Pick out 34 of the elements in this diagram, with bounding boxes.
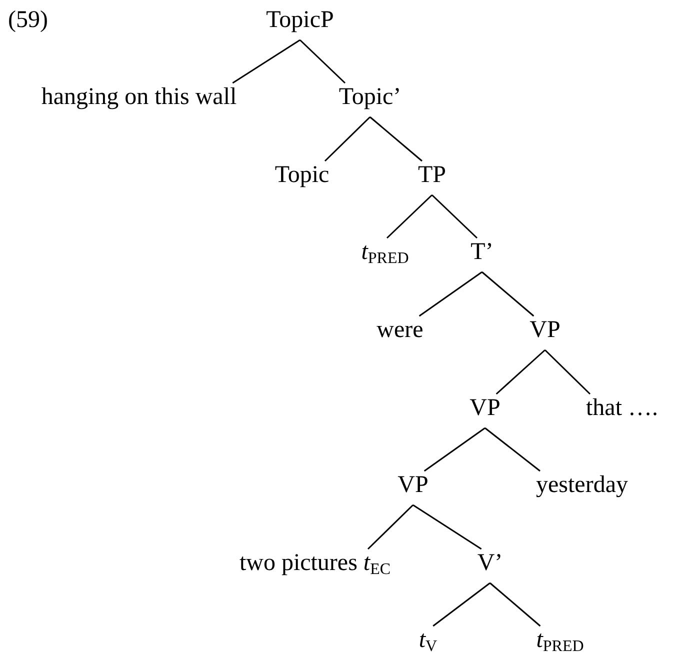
tree-node-label: yesterday (536, 471, 628, 505)
tree-branch (544, 349, 591, 395)
tree-node-label: V’ (477, 549, 503, 583)
tree-node-label: two pictures t$_{EC}$ (239, 549, 391, 583)
tree-branch (367, 504, 414, 550)
tree-branch (424, 427, 486, 472)
tree-node-label: hanging on this wall (41, 83, 237, 117)
example-number: (59) (8, 6, 48, 34)
tree-node-label: TP (418, 161, 446, 195)
tree-branch (412, 504, 482, 550)
tree-node-label: Topic (274, 161, 330, 195)
tree-branch (432, 582, 490, 627)
tree-branch (431, 194, 478, 239)
tree-branch (490, 582, 541, 627)
tree-branch (418, 271, 482, 317)
tree-node-label: t$_{PRED}$ (361, 238, 409, 272)
tree-node-label: T’ (470, 238, 494, 272)
tree-node-label: were (376, 316, 424, 350)
tree-node-label: TopicP (266, 6, 334, 40)
tree-branch (496, 349, 546, 395)
tree-branch (370, 116, 422, 162)
tree-node-label: VP (470, 394, 500, 428)
tree-node-label: t$_{PRED}$ (536, 626, 584, 657)
tree-branch (324, 116, 371, 162)
tree-node-label: Topic’ (338, 83, 402, 117)
tree-branch (484, 427, 540, 472)
tree-branch (386, 194, 433, 239)
tree-branch (482, 271, 534, 317)
tree-node-label: VP (530, 316, 560, 350)
tree-node-label: VP (398, 471, 428, 505)
tree-branch (299, 39, 346, 84)
tree-branch (232, 39, 300, 84)
tree-node-label: that …. (586, 394, 658, 428)
tree-node-label: t$_{V}$ (418, 626, 438, 657)
